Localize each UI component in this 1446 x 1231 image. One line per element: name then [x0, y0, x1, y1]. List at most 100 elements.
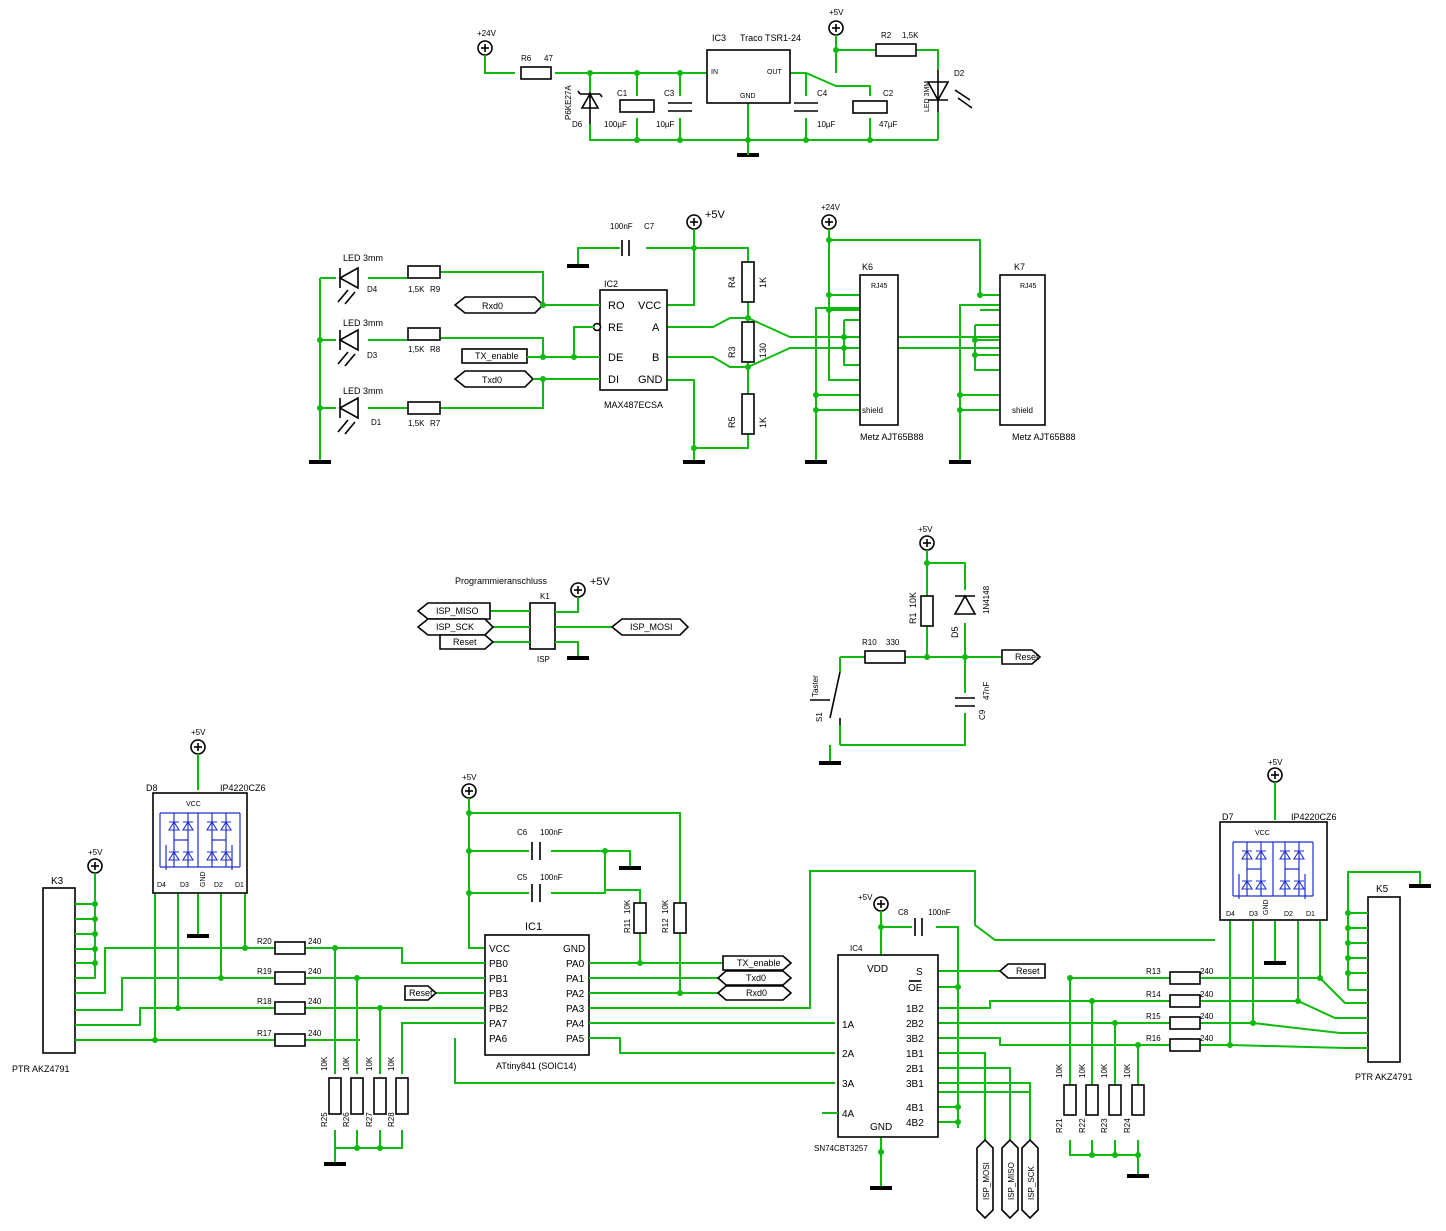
ic4-mux: [837, 954, 939, 1138]
c1-capacitor: [619, 99, 655, 113]
r22-resistor: [1085, 1084, 1099, 1116]
r25-label: R25: [320, 1112, 329, 1127]
r21-label: R21: [1055, 1118, 1064, 1133]
r14-label: R14: [1146, 990, 1161, 999]
r28-value: 10K: [387, 1056, 396, 1071]
d1-label: D1: [371, 418, 382, 427]
r26-value: 10K: [342, 1056, 351, 1071]
ic3-regulator: [706, 49, 791, 104]
net-reset-ic4-label: Reset: [1016, 966, 1040, 976]
ic4-pin-2a: 2A: [842, 1049, 855, 1060]
r13-resistor: [1169, 971, 1201, 985]
reset-5v-label: +5V: [918, 525, 933, 534]
k7-shield-text: shield: [1012, 406, 1033, 415]
k7-rj45-text: RJ45: [1020, 283, 1036, 290]
led-d1: [337, 396, 359, 435]
ic1-pin-pa0: PA0: [566, 959, 585, 970]
r20-resistor: [274, 941, 306, 955]
ic2-pin-vcc: VCC: [638, 300, 661, 312]
ic2-pin-di: DI: [608, 374, 619, 386]
ic3-pin-in: IN: [711, 69, 718, 76]
ic1-pin-pa1: PA1: [566, 974, 585, 985]
k6-rj45-connector: [859, 274, 899, 426]
r2-value: 1,5K: [902, 31, 919, 40]
ic2-pin-de: DE: [608, 352, 623, 364]
ic3-pin-out: OUT: [767, 69, 783, 76]
r4-value: 1K: [758, 277, 768, 288]
ic4-pin-1b2: 1B2: [906, 1004, 924, 1015]
r14-resistor: [1169, 994, 1201, 1008]
k3-5v-label: +5V: [88, 848, 103, 857]
ic3-label: IC3: [712, 33, 726, 43]
ic2-pin-gnd: GND: [638, 374, 663, 386]
ic4-pin-1a: 1A: [842, 1020, 855, 1031]
net-rxd0-ic1-label: Rxd0: [746, 988, 767, 998]
r5-label: R5: [727, 416, 737, 428]
power-24v-symbol: [477, 40, 493, 56]
ic4-pin-4b1: 4B1: [906, 1103, 924, 1114]
led-d3: [337, 328, 359, 367]
d7-value: IP4220CZ6: [1291, 812, 1337, 822]
d3-label: D3: [367, 351, 378, 360]
d7-label: D7: [1222, 812, 1234, 822]
d3-value: LED 3mm: [343, 318, 383, 328]
d7-pin-vcc: VCC: [1255, 830, 1270, 837]
r12-value: 10K: [661, 899, 670, 914]
c7-value: 100nF: [610, 222, 633, 231]
r9-label: R9: [430, 285, 441, 294]
net-isp-miso-ic4: [1001, 1138, 1019, 1220]
rs485-5v-symbol: [686, 214, 702, 230]
left-io-section: K3 PTR AKZ4791 +5V +5V D8 IP4220CZ6 VCC …: [12, 728, 485, 1166]
c7-label: C7: [644, 222, 655, 231]
k6-rj45-text: RJ45: [871, 283, 887, 290]
c8-capacitor: [914, 918, 923, 936]
led-d4: [337, 266, 359, 305]
net-isp-mosi-label: ISP_MOSI: [630, 622, 673, 632]
d5-diode: [953, 594, 977, 615]
c9-capacitor: [955, 697, 975, 707]
r15-value: 240: [1200, 1012, 1214, 1021]
r26-resistor: [350, 1077, 364, 1115]
ic1-5v-label: +5V: [462, 773, 477, 782]
r12-resistor: [673, 902, 687, 934]
r28-resistor: [395, 1077, 409, 1115]
r18-resistor: [274, 1001, 306, 1015]
r20-value: 240: [308, 937, 322, 946]
d7-pin-d4: D4: [1226, 911, 1235, 918]
d4-label: D4: [367, 285, 378, 294]
c4-capacitor: [794, 102, 818, 112]
r9-resistor: [407, 265, 441, 279]
r9-value: 1,5K: [408, 285, 425, 294]
ic2-pin-b: B: [652, 352, 659, 364]
r21-value: 10K: [1055, 1063, 1064, 1078]
rs485-24v-label: +24V: [821, 203, 841, 212]
ic4-label: IC4: [850, 944, 863, 953]
d4-value: LED 3mm: [343, 253, 383, 263]
r1-label: R1: [908, 612, 918, 624]
r3-value: 130: [758, 343, 768, 358]
r20-label: R20: [257, 937, 272, 946]
r15-label: R15: [1146, 1012, 1161, 1021]
net-txd0-ic1: [716, 970, 793, 986]
net-isp-mosi-ic4-label: ISP_MOSI: [982, 1162, 991, 1200]
net-reset-ic4: [998, 963, 1046, 979]
r18-value: 240: [308, 997, 322, 1006]
net-reset-ic1-label: Reset: [409, 988, 433, 998]
c8-value: 100nF: [928, 908, 951, 917]
net-isp-sck-ic4: [1021, 1138, 1039, 1220]
k1-label: K1: [540, 592, 550, 601]
r16-resistor: [1169, 1038, 1201, 1052]
psu-5v-label: +5V: [829, 8, 844, 17]
net-tx-enable-ic1-label: TX_enable: [737, 958, 781, 968]
ic4-pin-gnd: GND: [870, 1122, 892, 1133]
r22-value: 10K: [1078, 1063, 1087, 1078]
s1-value: Taster: [811, 675, 820, 697]
right-pulldown-resistors: R21 R22 R23 R24 10K 10K 10K 10K: [1055, 1063, 1145, 1133]
r24-resistor: [1131, 1084, 1145, 1116]
r1-resistor: [920, 595, 934, 627]
d6-label: D6: [572, 120, 583, 129]
d8-pin-d2: D2: [214, 882, 223, 889]
c9-label: C9: [978, 709, 987, 720]
d7-pin-d2: D2: [1284, 911, 1293, 918]
r6-label: R6: [521, 54, 532, 63]
